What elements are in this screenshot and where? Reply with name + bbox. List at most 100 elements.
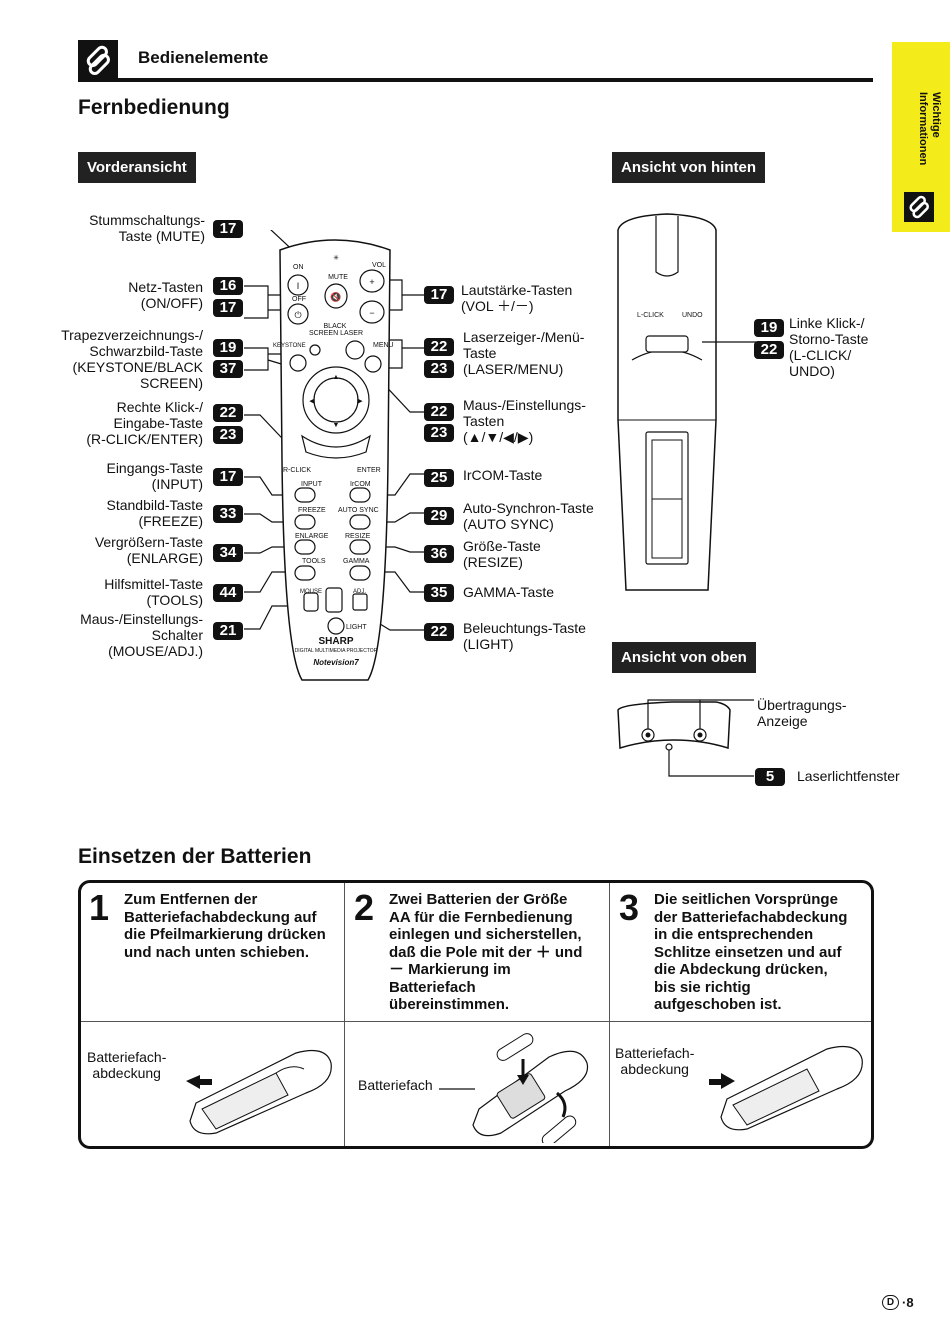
svg-text:AUTO SYNC: AUTO SYNC — [338, 507, 379, 514]
steps-divider-h — [81, 1021, 871, 1022]
autosync-label: Auto-Synchron-Taste(AUTO SYNC) — [463, 500, 594, 532]
laser-label: Laserzeiger-/Menü-Taste(LASER/MENU) — [463, 329, 585, 377]
laser-badge-1: 22 — [424, 338, 454, 356]
resize-label: Größe-Taste(RESIZE) — [463, 538, 541, 570]
ircom-label: IrCOM-Taste — [463, 467, 543, 483]
steps-divider-v2 — [609, 883, 610, 1146]
ircom-badge: 25 — [424, 469, 454, 487]
svg-text:MENU: MENU — [373, 342, 394, 349]
svg-text:L-CLICK: L-CLICK — [637, 312, 664, 319]
laser-badge-2: 23 — [424, 360, 454, 378]
side-tab-line1: Wichtige — [930, 92, 942, 138]
cover-label-3: Batteriefach-abdeckung — [615, 1045, 695, 1077]
svg-text:▶: ▶ — [357, 398, 363, 405]
light-badge: 22 — [424, 623, 454, 641]
batteries-title: Einsetzen der Batterien — [78, 845, 312, 868]
language-circle: D — [882, 1295, 899, 1310]
svg-text:DIGITAL MULTIMEDIA PROJECTOR: DIGITAL MULTIMEDIA PROJECTOR — [295, 648, 378, 654]
svg-text:KEYSTONE: KEYSTONE — [273, 343, 306, 349]
svg-text:ON: ON — [293, 264, 304, 271]
volume-badge: 17 — [424, 286, 454, 304]
keystone-badge-1: 19 — [213, 339, 243, 357]
svg-text:UNDO: UNDO — [682, 312, 703, 319]
resize-badge: 36 — [424, 545, 454, 563]
page-number: D ·8 — [882, 1295, 914, 1310]
laser-window-badge: 5 — [755, 768, 785, 786]
front-remote-drawing: ✳ MUTE ON OFF VOL BLACK SCREEN LASER KEY… — [244, 230, 425, 681]
keystone-badge-2: 37 — [213, 360, 243, 378]
svg-text:ENTER: ENTER — [357, 467, 381, 474]
lclick-undo-label: Linke Klick-/Storno-Taste (L-CLICK/UNDO) — [789, 315, 869, 379]
page-title: Fernbedienung — [78, 96, 230, 119]
power-badge-1: 16 — [213, 277, 243, 295]
arrows-badge-2: 23 — [424, 424, 454, 442]
header-rule — [78, 78, 873, 82]
battery-figure-3 — [709, 1046, 863, 1131]
svg-text:IrCOM: IrCOM — [350, 481, 371, 488]
svg-text:BLACK: BLACK — [324, 323, 347, 330]
side-tab-icon — [904, 192, 934, 222]
autosync-badge: 29 — [424, 507, 454, 525]
side-tab-line2: Informationen — [917, 92, 929, 166]
steps-divider-v1 — [344, 883, 345, 1146]
input-label: Eingangs-Taste(INPUT) — [106, 460, 203, 492]
svg-text:Notevision7: Notevision7 — [313, 658, 359, 667]
svg-text:MUTE: MUTE — [328, 274, 348, 281]
battery-figure-1 — [186, 1050, 332, 1135]
side-tab: Wichtige Informationen — [892, 42, 950, 232]
front-view-tab: Vorderansicht — [78, 152, 196, 183]
light-label: Beleuchtungs-Taste(LIGHT) — [463, 620, 586, 652]
page-number-text: ·8 — [902, 1295, 914, 1310]
transmission-label: Übertragungs-Anzeige — [757, 697, 847, 729]
mute-label: Stummschaltungs-Taste (MUTE) — [89, 212, 205, 244]
top-view-tab: Ansicht von oben — [612, 642, 756, 673]
top-view-drawing — [617, 699, 754, 777]
svg-text:GAMMA: GAMMA — [343, 558, 370, 565]
side-tab-text: Wichtige Informationen — [912, 92, 942, 165]
gamma-badge: 35 — [424, 584, 454, 602]
svg-text:SCREEN LASER: SCREEN LASER — [309, 330, 363, 337]
step-2-number: 2 — [354, 887, 375, 928]
battery-figure-2 — [439, 1033, 589, 1143]
gamma-label: GAMMA-Taste — [463, 584, 555, 600]
rclick-label: Rechte Klick-/Eingabe-Taste(R-CLICK/ENTE… — [86, 399, 203, 447]
step-1-number: 1 — [89, 887, 110, 928]
svg-text:I: I — [297, 281, 300, 291]
svg-text:▼: ▼ — [333, 422, 340, 429]
svg-text:ENLARGE: ENLARGE — [295, 533, 329, 540]
svg-text:✳: ✳ — [333, 254, 339, 262]
rclick-badge-1: 22 — [213, 404, 243, 422]
tools-badge: 44 — [213, 584, 243, 602]
compartment-label: Batteriefach — [358, 1077, 433, 1093]
back-badge-2: 22 — [754, 341, 784, 359]
mouse-adj-badge: 21 — [213, 622, 243, 640]
svg-text:INPUT: INPUT — [301, 481, 323, 488]
svg-text:🔇: 🔇 — [330, 291, 341, 302]
power-label: Netz-Tasten(ON/OFF) — [128, 279, 203, 311]
arrows-badge-1: 22 — [424, 403, 454, 421]
tools-label: Hilfsmittel-Taste(TOOLS) — [104, 576, 203, 608]
svg-text:RESIZE: RESIZE — [345, 533, 371, 540]
svg-text:+: + — [369, 277, 374, 287]
svg-text:ADJ.: ADJ. — [353, 589, 366, 595]
mute-badge: 17 — [213, 220, 243, 238]
svg-text:MOUSE: MOUSE — [300, 589, 322, 595]
keystone-label: Trapezverzeichnungs-/Schwarzbild-Taste (… — [61, 327, 203, 391]
power-badge-2: 17 — [213, 299, 243, 317]
freeze-label: Standbild-Taste(FREEZE) — [106, 497, 203, 529]
svg-text:◀: ◀ — [309, 398, 315, 405]
svg-text:▲: ▲ — [333, 374, 340, 381]
section-header: Bedienelemente — [138, 48, 269, 67]
svg-text:OFF: OFF — [292, 296, 306, 303]
back-badge-1: 19 — [754, 319, 784, 337]
svg-text:R-CLICK: R-CLICK — [283, 467, 311, 474]
arrows-label: Maus-/Einstellungs-Tasten(▲/▼/◀/▶) — [463, 397, 586, 445]
input-badge: 17 — [213, 468, 243, 486]
svg-text:VOL: VOL — [372, 262, 386, 269]
svg-text:LIGHT: LIGHT — [346, 624, 367, 631]
laser-window-label: Laserlichtfenster — [797, 768, 900, 784]
